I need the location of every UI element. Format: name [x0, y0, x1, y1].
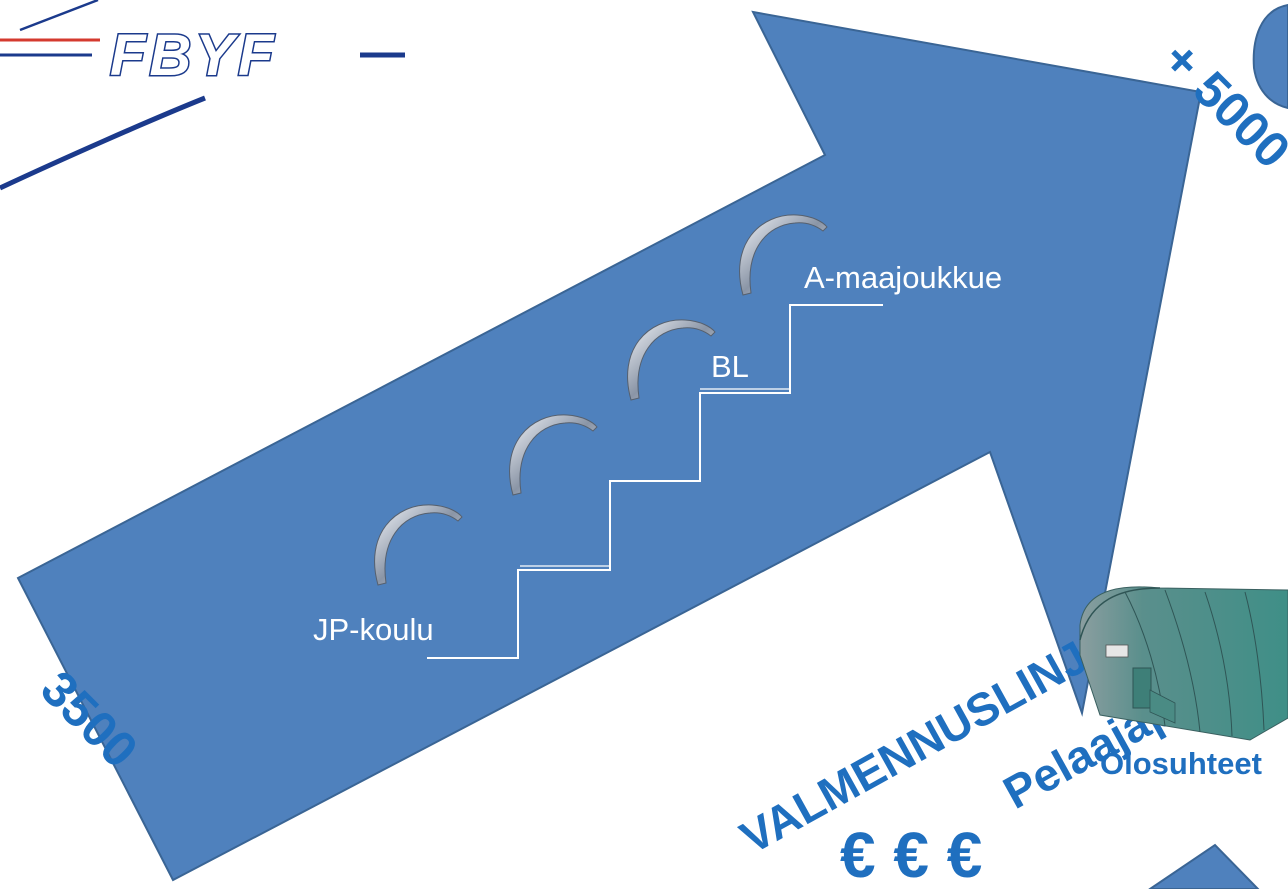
sports-hall-icon — [1079, 586, 1288, 741]
progress-arrow — [16, 10, 1203, 882]
partial-arrow-shape — [1148, 843, 1260, 889]
step-label-jp-koulu: JP-koulu — [313, 612, 434, 647]
curl-arrow-icon — [509, 414, 598, 496]
fbyf-logo: FBYF — [0, 0, 405, 191]
money-label: € € € — [840, 819, 982, 889]
curl-arrow-icon — [627, 319, 716, 401]
conditions-label: Olosuhteet — [1100, 746, 1262, 781]
logo-wordmark: FBYF — [110, 23, 277, 88]
step-label-a-maajoukkue: A-maajoukkue — [804, 260, 1002, 295]
logo-diagonal — [19, 0, 99, 32]
step-label-bl: BL — [711, 349, 749, 384]
curl-arrow-icon — [374, 504, 463, 586]
curl-arrow-icon — [739, 214, 828, 296]
circle-shape — [1252, 3, 1288, 110]
logo-swoosh — [0, 95, 206, 191]
staircase — [427, 304, 883, 659]
